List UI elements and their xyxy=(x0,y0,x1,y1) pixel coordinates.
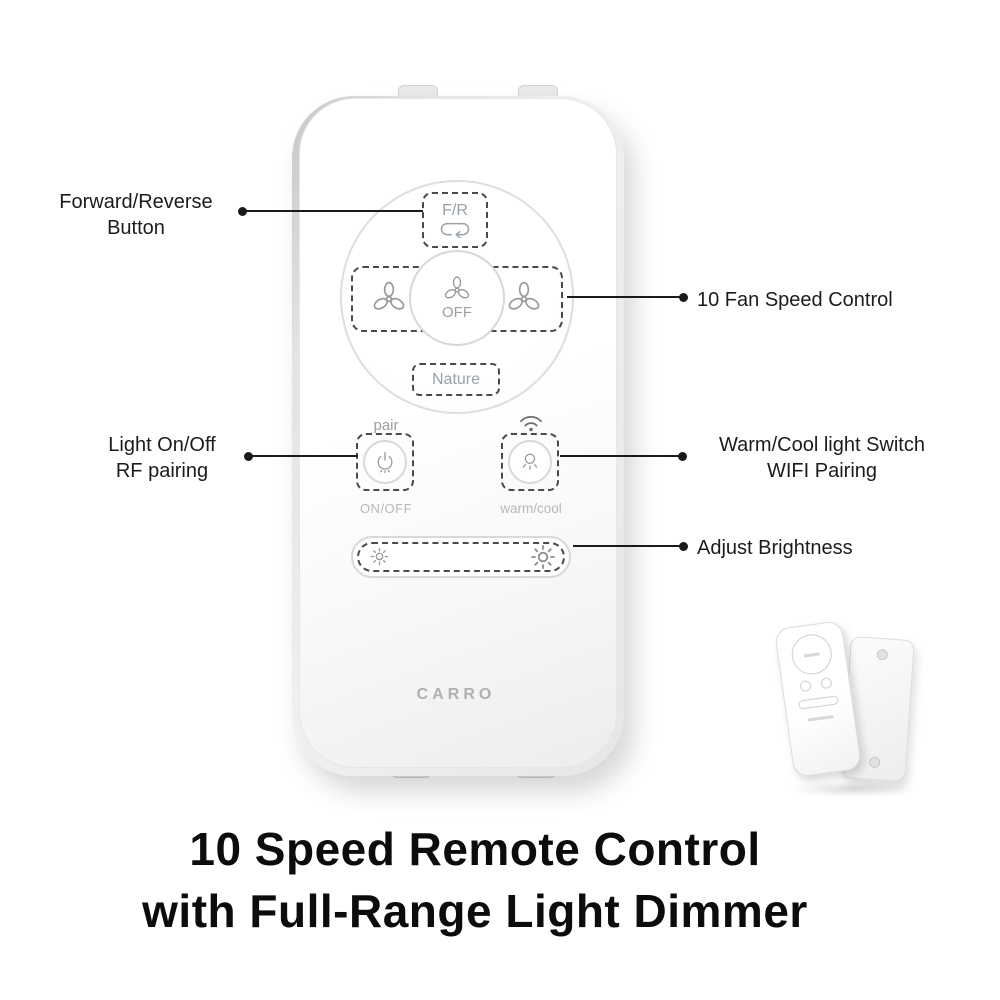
thumbnail-remote xyxy=(773,619,863,779)
fan-off-button: OFF xyxy=(409,250,505,346)
bracket-screw-hole-top xyxy=(876,648,889,661)
nature-button-label: Nature xyxy=(431,370,481,388)
off-button-label: OFF xyxy=(442,304,472,321)
thumbnail-remote-buttons xyxy=(783,675,850,695)
nature-button: Nature xyxy=(412,363,500,396)
callout-line-forward-reverse xyxy=(242,210,423,212)
forward-reverse-button: F/R xyxy=(422,192,488,248)
fan-speed-down-icon xyxy=(370,280,408,318)
fan-icon xyxy=(442,275,472,305)
loop-arrow-icon xyxy=(438,220,472,239)
callout-warm-cool-line1: Warm/Cool light Switch xyxy=(719,434,925,456)
callout-dot-fan-speed xyxy=(679,293,688,302)
callout-line-light-onoff xyxy=(248,455,358,457)
bracket-screw-hole-bottom xyxy=(868,756,881,769)
brand-logo: CARRO xyxy=(416,686,496,703)
thumbnail-shadow xyxy=(788,782,916,796)
onoff-caption: ON/OFF xyxy=(359,501,413,516)
warm-cool-button xyxy=(508,440,552,484)
light-icon xyxy=(517,449,543,475)
callout-light-onoff-line2: RF pairing xyxy=(115,460,209,482)
headline-line1: 10 Speed Remote Control xyxy=(189,823,761,875)
wifi-icon xyxy=(517,412,545,433)
light-onoff-button xyxy=(363,440,407,484)
callout-warm-cool: Warm/Cool light Switch WIFI Pairing xyxy=(697,432,947,484)
fan-speed-up-icon xyxy=(505,280,543,318)
callout-dot-warm-cool xyxy=(678,452,687,461)
callout-light-onoff: Light On/Off RF pairing xyxy=(62,432,262,484)
callout-dot-brightness xyxy=(679,542,688,551)
thumbnail-remote-brightness-bar xyxy=(798,695,839,710)
pair-label: pair xyxy=(373,417,399,434)
callout-forward-reverse-line2: Button xyxy=(107,217,165,239)
sun-bright-icon xyxy=(530,544,556,570)
thumbnail-remote-with-bracket xyxy=(773,618,933,803)
callout-forward-reverse: Forward/Reverse Button xyxy=(36,189,236,241)
headline-line2: with Full-Range Light Dimmer xyxy=(142,885,808,937)
product-headline: 10 Speed Remote Control with Full-Range … xyxy=(0,818,950,942)
brightness-bar xyxy=(351,536,571,578)
power-icon xyxy=(372,449,398,475)
fr-button-label: F/R xyxy=(442,201,468,219)
callout-light-onoff-line1: Light On/Off xyxy=(108,434,216,456)
callout-forward-reverse-line1: Forward/Reverse xyxy=(59,191,213,213)
sun-dim-icon xyxy=(370,547,389,566)
callout-line-warm-cool xyxy=(560,455,683,457)
callout-warm-cool-line2: WIFI Pairing xyxy=(766,460,878,482)
warmcool-caption: warm/cool xyxy=(500,501,562,516)
callout-line-brightness xyxy=(573,545,683,547)
callout-fan-speed: 10 Fan Speed Control xyxy=(697,289,893,311)
thumbnail-remote-brand-mark xyxy=(807,715,834,722)
callout-brightness: Adjust Brightness xyxy=(697,537,853,559)
callout-line-fan-speed xyxy=(567,296,684,298)
warm-cool-button-outline xyxy=(501,433,559,491)
thumbnail-remote-pad xyxy=(789,631,835,678)
brightness-bar-outline xyxy=(357,542,565,572)
light-onoff-button-outline xyxy=(356,433,414,491)
